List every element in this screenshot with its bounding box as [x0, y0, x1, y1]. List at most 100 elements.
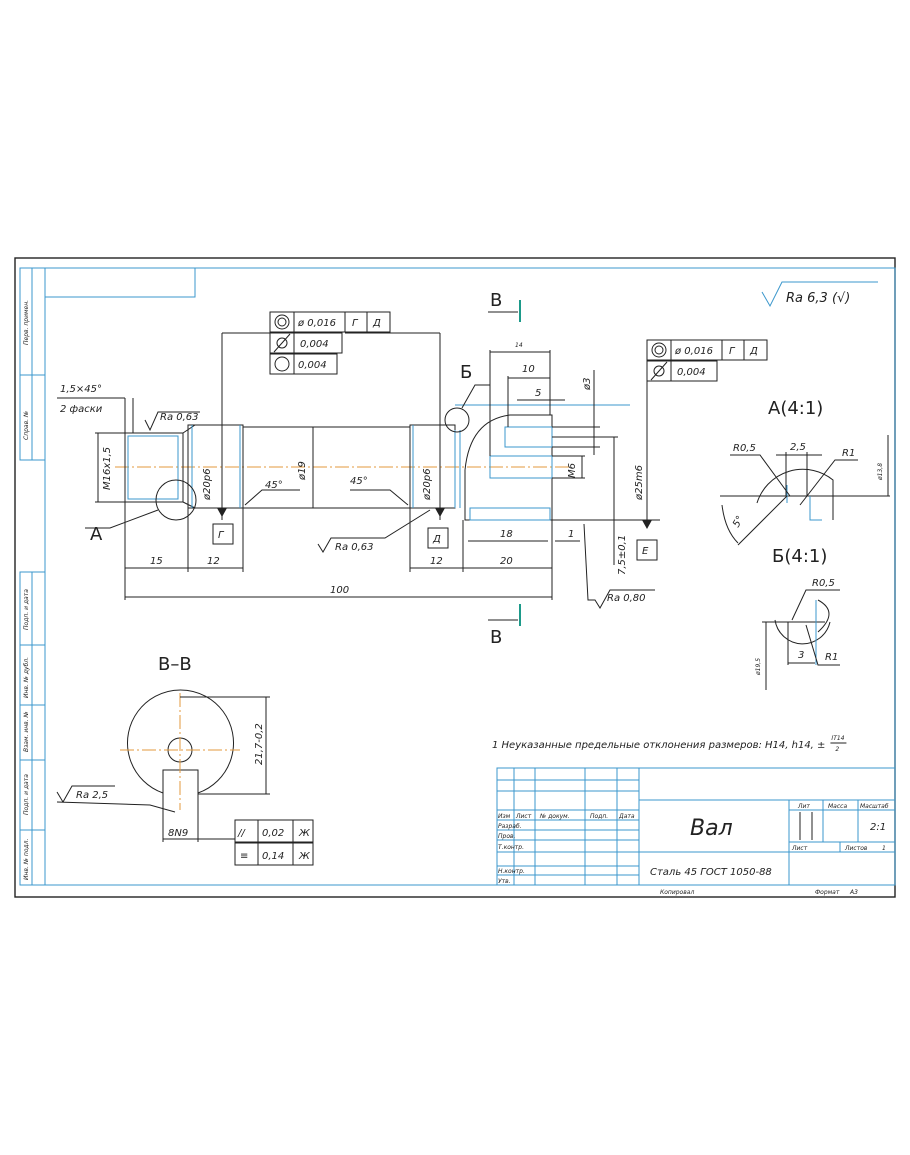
- role-cell: Разраб.: [498, 823, 522, 830]
- fcf-value: 0,02: [262, 828, 284, 839]
- detail-b: Б(4:1) 3 R0,5 R1 ø19,5: [755, 546, 840, 690]
- dim: 5°: [731, 514, 746, 529]
- fcf-value: 0,004: [298, 360, 327, 371]
- sheets-value: 1: [882, 845, 886, 852]
- dia-left-dim: ø20p6: [202, 468, 213, 501]
- side-stamp-strip: Перв. примен. Справ. № Подп. и дата Инв.…: [19, 267, 46, 886]
- datum-e: Е: [642, 546, 649, 557]
- title-block: Изм Лист № докум. Подп. Дата Разраб. Про…: [496, 767, 896, 896]
- slot-dim: 8N9: [168, 828, 188, 839]
- dim-20: 20: [500, 556, 513, 567]
- sheet-label: Лист: [791, 845, 808, 852]
- dim-12-right: 12: [430, 556, 443, 567]
- dim: 2,5: [790, 442, 806, 453]
- material: Сталь 45 ГОСТ 1050-88: [650, 867, 772, 878]
- stamp-label: Перв. примен.: [23, 300, 30, 345]
- dim: R0,5: [812, 578, 835, 589]
- dim: R1: [825, 652, 838, 663]
- section-mark-top: В: [490, 290, 502, 311]
- format-label: Формат: [815, 889, 840, 896]
- copied-label: Копировал: [660, 889, 694, 896]
- dim-100: 100: [330, 585, 349, 596]
- scale-label: Масштаб: [860, 803, 889, 810]
- dia-head-dim: ø25m6: [634, 465, 645, 501]
- header-cell: Подп.: [590, 813, 608, 820]
- revision-table: Изм Лист № докум. Подп. Дата Разраб. Про…: [497, 768, 639, 885]
- dim: ø13,8: [877, 463, 884, 481]
- fcf-value: 0,14: [262, 851, 284, 862]
- role-cell: Н.контр.: [498, 868, 525, 875]
- thread-dim: M16x1,5: [102, 447, 113, 490]
- role-cell: Утв.: [498, 878, 511, 885]
- fcf-value: ø 0,016: [674, 346, 713, 357]
- dim: ø19,5: [755, 658, 762, 676]
- detail-a-title: А(4:1): [768, 398, 823, 419]
- shaft-main-view: А Б В В: [85, 290, 630, 648]
- note-fraction-num: IT14: [831, 735, 844, 742]
- roughness-head: Ra 0,80: [607, 593, 646, 604]
- tolerance-note: 1 Неуказанные предельные отклонения разм…: [492, 735, 847, 753]
- roughness-vv: Ra 2,5: [76, 790, 108, 801]
- fcf-main: ø 0,016 Г Д 0,004 0,004: [269, 311, 391, 375]
- dia-right-dim: ø20p6: [422, 468, 433, 501]
- dim-12-left: 12: [207, 556, 220, 567]
- detail-b-title: Б(4:1): [772, 546, 827, 567]
- dim-1: 1: [568, 529, 574, 540]
- callout-b-label: Б: [460, 362, 472, 383]
- angle-left: 45°: [265, 480, 283, 491]
- dim-14: 14: [515, 342, 523, 349]
- dim-7-5: 7,5±0,1: [617, 535, 628, 575]
- section-vv: В–В 21,7-0,2 Ra 2,5 8N9 // 0,02 Ж ≡ 0,14…: [56, 654, 314, 866]
- stamp-label: Инв. № подл.: [23, 839, 30, 880]
- roughness-left: Ra 0,63: [160, 412, 199, 423]
- general-roughness: Ra 6,3 (√): [761, 281, 878, 308]
- note-fraction-den: 2: [835, 746, 839, 753]
- section-mark-bottom: В: [490, 627, 502, 648]
- header-cell: Изм: [498, 813, 511, 820]
- fcf-datum: Г: [352, 318, 359, 329]
- stamp-label: Взам. инв. №: [23, 711, 30, 752]
- dia-mid-dim: ø19: [297, 461, 308, 481]
- symmetry-icon: ≡: [240, 851, 248, 862]
- stamp-label: Инв. № дубл.: [23, 657, 30, 698]
- general-roughness-text: Ra 6,3 (√): [786, 291, 850, 306]
- role-cell: Пров.: [498, 833, 516, 840]
- dia-hole-dim: ø3: [582, 378, 593, 391]
- mass-label: Масса: [828, 803, 847, 810]
- thread-hole-dim: M6: [567, 463, 578, 478]
- detail-b-circle: [444, 407, 470, 433]
- datum-d: Д: [432, 534, 441, 545]
- fcf-datum: Д: [372, 318, 381, 329]
- sheets-label: Листов: [844, 845, 868, 852]
- fcf-value: ø 0,016: [297, 318, 336, 329]
- dim-15: 15: [150, 556, 163, 567]
- dim-18: 18: [500, 529, 513, 540]
- fcf-value: 0,004: [677, 367, 706, 378]
- roughness-mid: Ra 0,63: [335, 542, 374, 553]
- part-name: Вал: [690, 816, 733, 841]
- dim: R0,5: [733, 443, 756, 454]
- stamp-label: Подп. и дата: [23, 774, 30, 815]
- angle-right: 45°: [350, 476, 368, 487]
- datum-g: Г: [218, 530, 225, 541]
- note-text: 1 Неуказанные предельные отклонения разм…: [492, 740, 825, 751]
- stamp-label: Справ. №: [23, 411, 30, 440]
- header-cell: Дата: [618, 813, 635, 820]
- fcf-head: ø 0,016 Г Д 0,004: [646, 339, 768, 382]
- stamp-label: Подп. и дата: [23, 589, 30, 630]
- dim-10: 10: [522, 364, 535, 375]
- fcf-datum: Г: [729, 346, 736, 357]
- fcf-datum: Ж: [298, 851, 311, 862]
- dim: 3: [798, 650, 804, 661]
- fcf-datum: Д: [749, 346, 758, 357]
- format-value: А3: [849, 889, 858, 896]
- detail-a: А(4:1) 2,5 R0,5 R1 ø13,8 5°: [720, 398, 890, 546]
- header-cell: № докум.: [539, 813, 570, 820]
- scale-value: 2:1: [870, 822, 886, 833]
- dim: R1: [842, 448, 855, 459]
- chamfer-label: 1,5×45°: [60, 384, 102, 395]
- fcf-value: 0,004: [300, 339, 329, 350]
- dim-5: 5: [535, 388, 541, 399]
- height-dim: 21,7-0,2: [254, 723, 265, 765]
